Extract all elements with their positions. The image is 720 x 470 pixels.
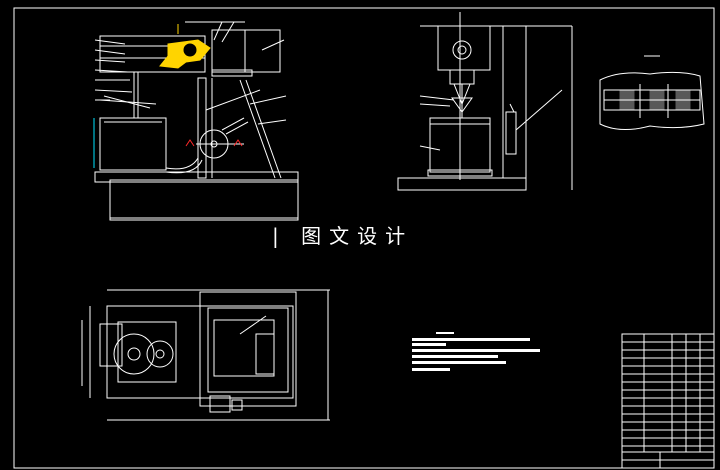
top-motor — [213, 319, 275, 377]
side-view — [397, 12, 573, 191]
side-head — [437, 25, 491, 71]
section-detail — [599, 55, 705, 130]
technical-notes — [412, 332, 540, 371]
watermark-text: | 图文设计 — [272, 220, 413, 249]
side-bowl — [429, 117, 491, 173]
support-column — [197, 77, 207, 179]
watermark-title: 图文设计 — [301, 224, 414, 248]
front-view — [93, 21, 299, 221]
watermark-prefix: | — [272, 224, 287, 248]
sheet-border — [13, 7, 715, 469]
mixing-bowl — [99, 117, 167, 171]
top-view — [81, 289, 330, 421]
title-block — [621, 333, 715, 469]
